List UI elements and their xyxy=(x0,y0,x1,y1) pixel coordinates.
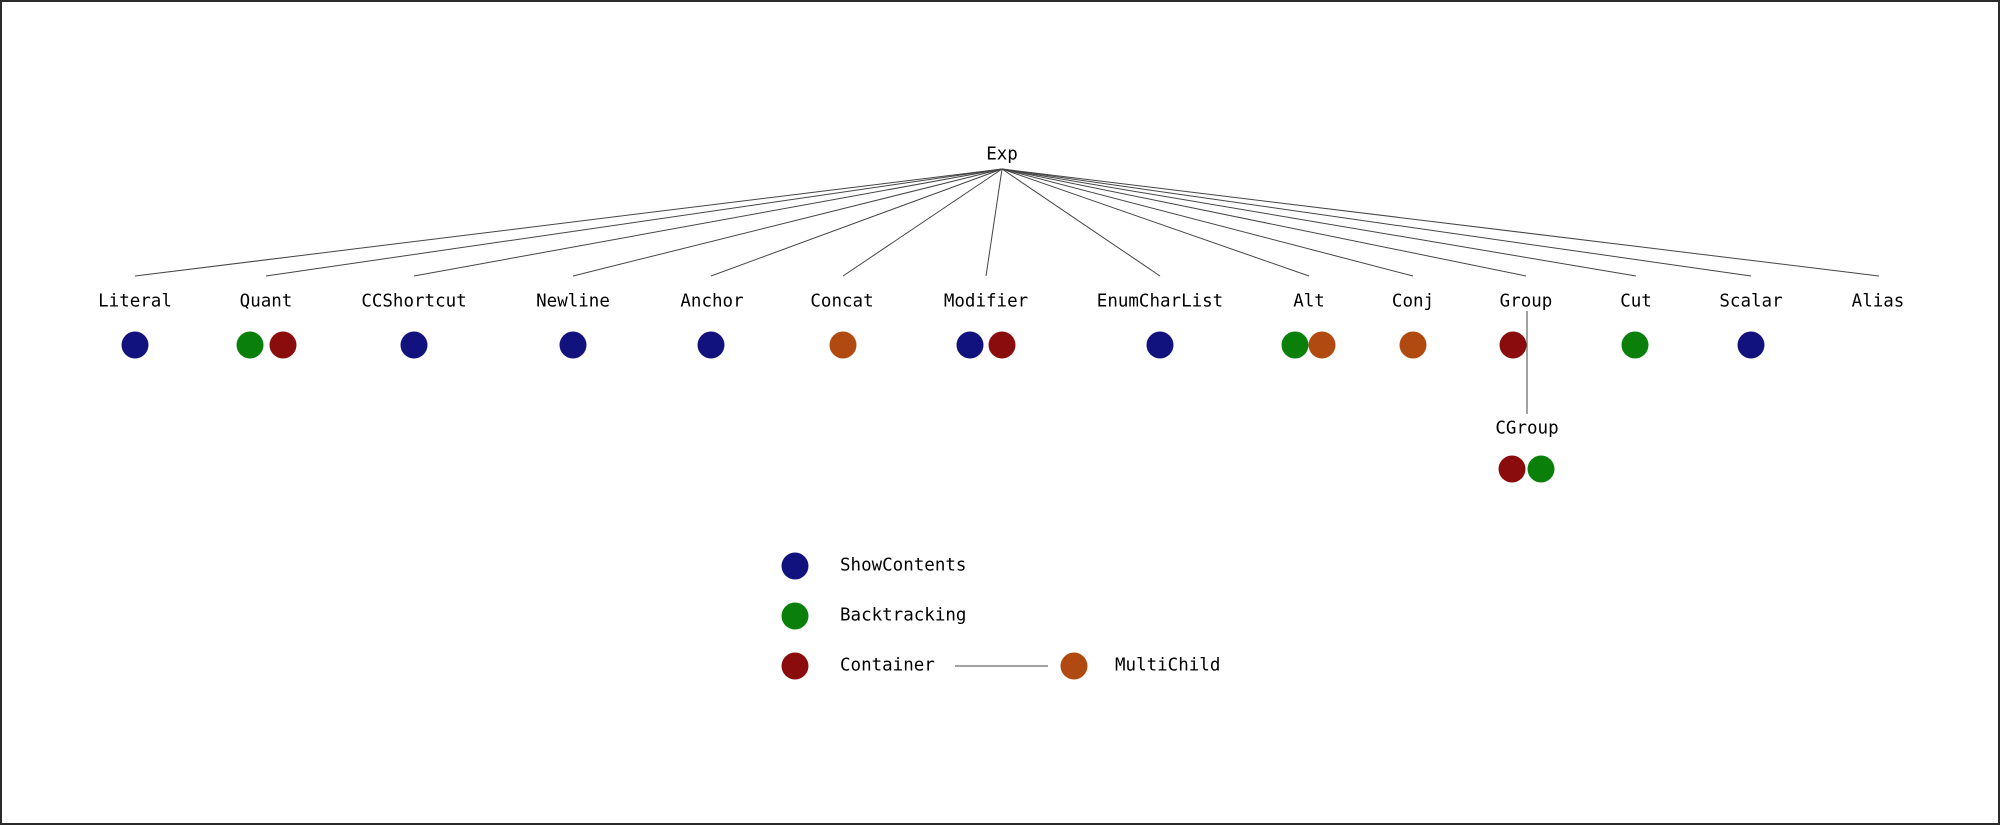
node-label-modifier: Modifier xyxy=(943,291,1029,312)
edge-exp-cut xyxy=(1001,168,1637,277)
legend-multichild-dot xyxy=(1060,652,1088,680)
node-label-ccshortcut: CCShortcut xyxy=(361,291,467,312)
node-label-literal: Literal xyxy=(98,291,172,312)
backtracking-dot xyxy=(1621,331,1649,359)
showcontents-dot xyxy=(956,331,984,359)
edge-exp-alias xyxy=(1001,168,1880,277)
node-label-group: Group xyxy=(1499,291,1553,312)
node-label-conj: Conj xyxy=(1391,291,1435,312)
edge-exp-alt xyxy=(1001,168,1310,277)
legend-label-showcontents: ShowContents xyxy=(840,555,967,576)
legend-showcontents-dot xyxy=(781,552,809,580)
edge-exp-concat xyxy=(842,168,1003,277)
legend-backtracking-dot xyxy=(781,602,809,630)
node-label-newline: Newline xyxy=(536,291,610,312)
multichild-dot xyxy=(1308,331,1336,359)
edge-exp-newline xyxy=(572,168,1003,277)
node-label-alias: Alias xyxy=(1851,291,1905,312)
multichild-dot xyxy=(829,331,857,359)
node-label-scalar: Scalar xyxy=(1719,291,1783,312)
container-dot xyxy=(269,331,297,359)
backtracking-dot xyxy=(236,331,264,359)
node-label-concat: Concat xyxy=(810,291,874,312)
backtracking-dot xyxy=(1281,331,1309,359)
node-label-enumcharlist: EnumCharList xyxy=(1096,291,1224,312)
backtracking-dot xyxy=(1527,455,1555,483)
showcontents-dot xyxy=(1737,331,1765,359)
edge-exp-enumcharlist xyxy=(1001,168,1161,277)
showcontents-dot xyxy=(121,331,149,359)
container-dot xyxy=(988,331,1016,359)
node-label-anchor: Anchor xyxy=(680,291,744,312)
showcontents-dot xyxy=(400,331,428,359)
legend-container-dot xyxy=(781,652,809,680)
node-label-quant: Quant xyxy=(239,291,293,312)
node-label-cut: Cut xyxy=(1620,291,1652,312)
showcontents-dot xyxy=(1146,331,1174,359)
legend-label-multichild: MultiChild xyxy=(1115,655,1221,676)
legend-label-container: Container xyxy=(840,655,935,676)
edge-exp-anchor xyxy=(710,168,1003,277)
edge-exp-conj xyxy=(1001,168,1414,277)
showcontents-dot xyxy=(559,331,587,359)
multichild-dot xyxy=(1399,331,1427,359)
edge-exp-literal xyxy=(134,168,1003,277)
edge-exp-modifier xyxy=(985,168,1003,277)
edge-exp-scalar xyxy=(1001,168,1752,277)
container-dot xyxy=(1499,331,1527,359)
node-label-exp: Exp xyxy=(986,144,1018,165)
edge-exp-group xyxy=(1001,168,1527,277)
node-label-cgroup: CGroup xyxy=(1495,418,1559,439)
showcontents-dot xyxy=(697,331,725,359)
legend-label-backtracking: Backtracking xyxy=(840,605,967,626)
edge-exp-quant xyxy=(265,168,1003,277)
node-label-alt: Alt xyxy=(1293,291,1325,312)
container-dot xyxy=(1498,455,1526,483)
edge-exp-ccshortcut xyxy=(413,168,1003,277)
